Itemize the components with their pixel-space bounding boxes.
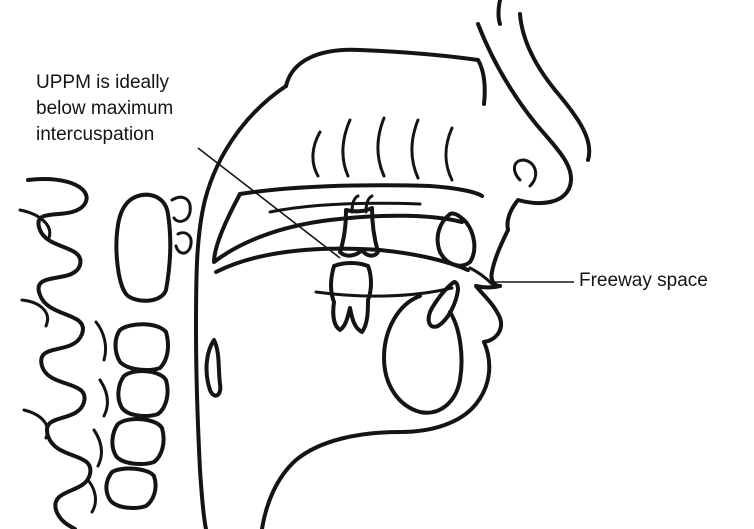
vertebra-c4 xyxy=(118,371,167,416)
lower-molar xyxy=(331,263,371,332)
uppm-annotation: UPPM is ideally below maximum intercuspa… xyxy=(36,70,173,148)
nose-profile xyxy=(478,24,571,230)
uppm-annotation-line-2: below maximum xyxy=(36,96,173,122)
mandibular-symphysis xyxy=(384,296,462,413)
dens-process xyxy=(172,197,191,253)
lower-lip xyxy=(476,286,501,342)
atlas-vertebra xyxy=(116,195,170,301)
freeway-space-label: Freeway space xyxy=(579,268,708,294)
vertebra-c3 xyxy=(116,324,169,370)
cervical-spine-outline xyxy=(28,179,90,529)
freeway-space-gap xyxy=(470,268,492,284)
hard-palate xyxy=(240,185,482,196)
spinal-canal-line xyxy=(20,210,50,438)
uppm-annotation-line-1: UPPM is ideally xyxy=(36,70,173,96)
nasal-turbinates xyxy=(313,118,452,180)
chin-profile xyxy=(262,342,489,529)
nostril xyxy=(514,160,535,186)
vertebra-c6 xyxy=(106,469,155,508)
vertebra-c5 xyxy=(112,419,163,464)
cranial-base-outline xyxy=(286,50,485,104)
uppm-annotation-line-3: intercuspation xyxy=(36,122,173,148)
occlusal-plane xyxy=(316,288,452,296)
upper-lip xyxy=(491,230,508,286)
posterior-pharyngeal-wall xyxy=(196,86,286,529)
soft-tissue-posterior xyxy=(207,340,221,396)
